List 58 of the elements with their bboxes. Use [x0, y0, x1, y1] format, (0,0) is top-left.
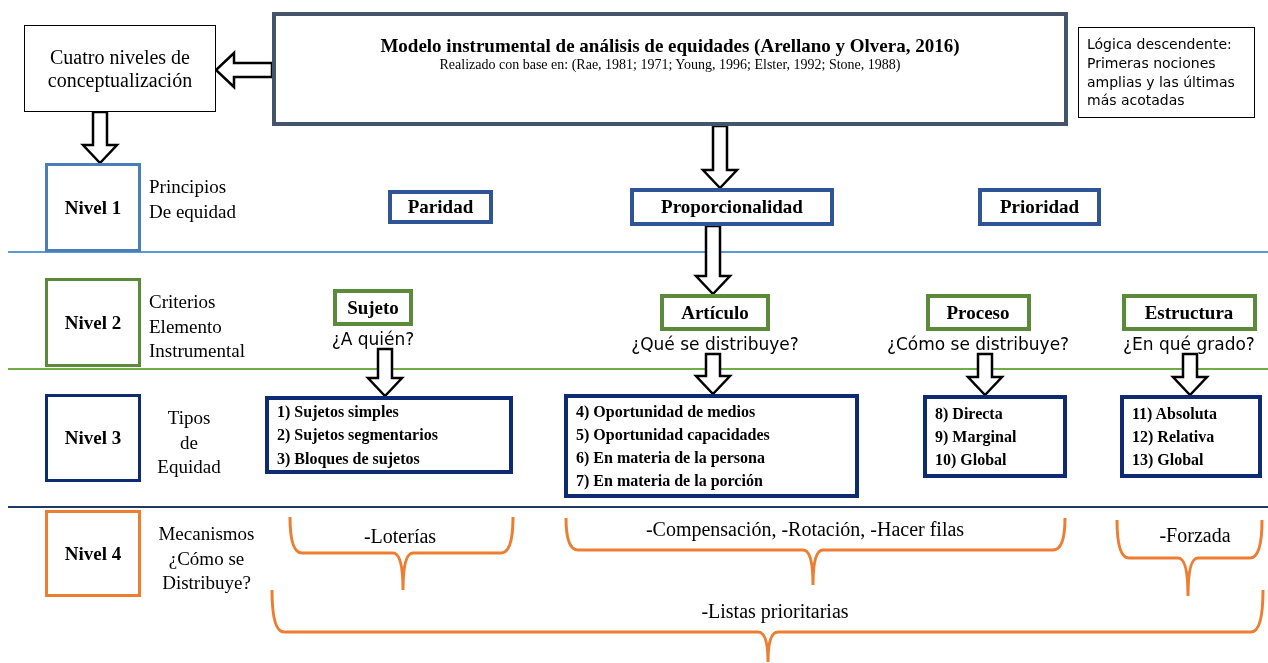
list-item: 2) Sujetos segmentarios — [277, 425, 439, 446]
list-item: 11) Absoluta — [1132, 403, 1218, 425]
side-label: Tipos de Equidad — [156, 406, 222, 480]
list-item: 7) En materia de la porción — [576, 471, 764, 492]
side-label: Mecanismos ¿Cómo se Distribuye? — [157, 522, 256, 596]
bracket-label: -Compensación, -Rotación, -Hacer filas — [645, 518, 965, 541]
box-label: Paridad — [406, 196, 475, 218]
box-label: Cuatro niveles de conceptualización — [46, 45, 194, 92]
block-arrow — [700, 124, 740, 190]
block-arrow — [965, 352, 1005, 397]
list-item: 8) Directa — [935, 403, 1004, 425]
concept-box — [24, 25, 216, 112]
box-label: Nivel 1 — [63, 196, 123, 219]
equity-type-list-box — [1120, 395, 1262, 478]
box-label: Estructura — [1143, 301, 1235, 324]
box-label: Nivel 3 — [63, 427, 123, 449]
list-item: 6) En materia de la persona — [576, 448, 766, 469]
block-arrow — [693, 224, 733, 296]
model-title-box — [272, 12, 1068, 126]
subtitle-text: Realizado con base en: (Rae, 1981; 1971; Young, 1996; Elster, 1992; Stone, 1988) — [438, 57, 902, 73]
box-label: Proceso — [945, 301, 1011, 324]
list-item: 9) Marginal — [935, 426, 1018, 448]
side-label: Principios De equidad — [149, 175, 238, 224]
question-text: ¿Cómo se distribuye? — [886, 334, 1070, 354]
list-item: 12) Relativa — [1132, 426, 1216, 448]
note-text: Lógica descendente: Primeras nociones amplias y las últimas más acotadas — [1087, 34, 1236, 111]
question-text: ¿En qué grado? — [1123, 334, 1255, 354]
block-arrow — [365, 347, 405, 398]
list-item: 13) Global — [1132, 450, 1205, 471]
bracket-label: -Listas prioritarias — [701, 600, 849, 623]
list-item: 1) Sujetos simples — [277, 402, 400, 423]
bracket-label: -Forzada — [1159, 524, 1231, 547]
title-text: Modelo instrumental de análisis de equidades (Arellano y Olvera, 2016) — [379, 35, 961, 57]
principle-box — [978, 188, 1101, 226]
principle-box — [388, 190, 493, 224]
bracket-label: -Loterías — [363, 525, 437, 548]
question-text: ¿A quién? — [331, 329, 415, 349]
box-label: Artículo — [680, 301, 750, 324]
box-label: Sujeto — [346, 296, 400, 319]
box-label: Nivel 2 — [63, 311, 123, 334]
block-arrow — [693, 352, 733, 396]
block-arrow — [214, 50, 274, 90]
box-label: Proporcionalidad — [660, 196, 804, 218]
equity-type-list-box — [923, 395, 1067, 478]
block-arrow — [1170, 352, 1210, 397]
box-label: Prioridad — [998, 196, 1081, 218]
equity-type-list-box — [265, 396, 513, 474]
side-label: Criterios Elemento Instrumental — [149, 290, 247, 364]
equity-type-list-box — [564, 394, 859, 498]
block-arrow — [80, 110, 120, 165]
list-item: 10) Global — [935, 450, 1008, 471]
list-item: 4) Oportunidad de medios — [576, 401, 757, 423]
box-label: Nivel 4 — [63, 542, 123, 565]
question-text: ¿Qué se distribuye? — [631, 334, 799, 354]
list-item: 5) Oportunidad capacidades — [576, 424, 771, 446]
principle-box — [630, 188, 834, 226]
note-box — [1078, 27, 1255, 118]
list-item: 3) Bloques de sujetos — [277, 448, 421, 470]
